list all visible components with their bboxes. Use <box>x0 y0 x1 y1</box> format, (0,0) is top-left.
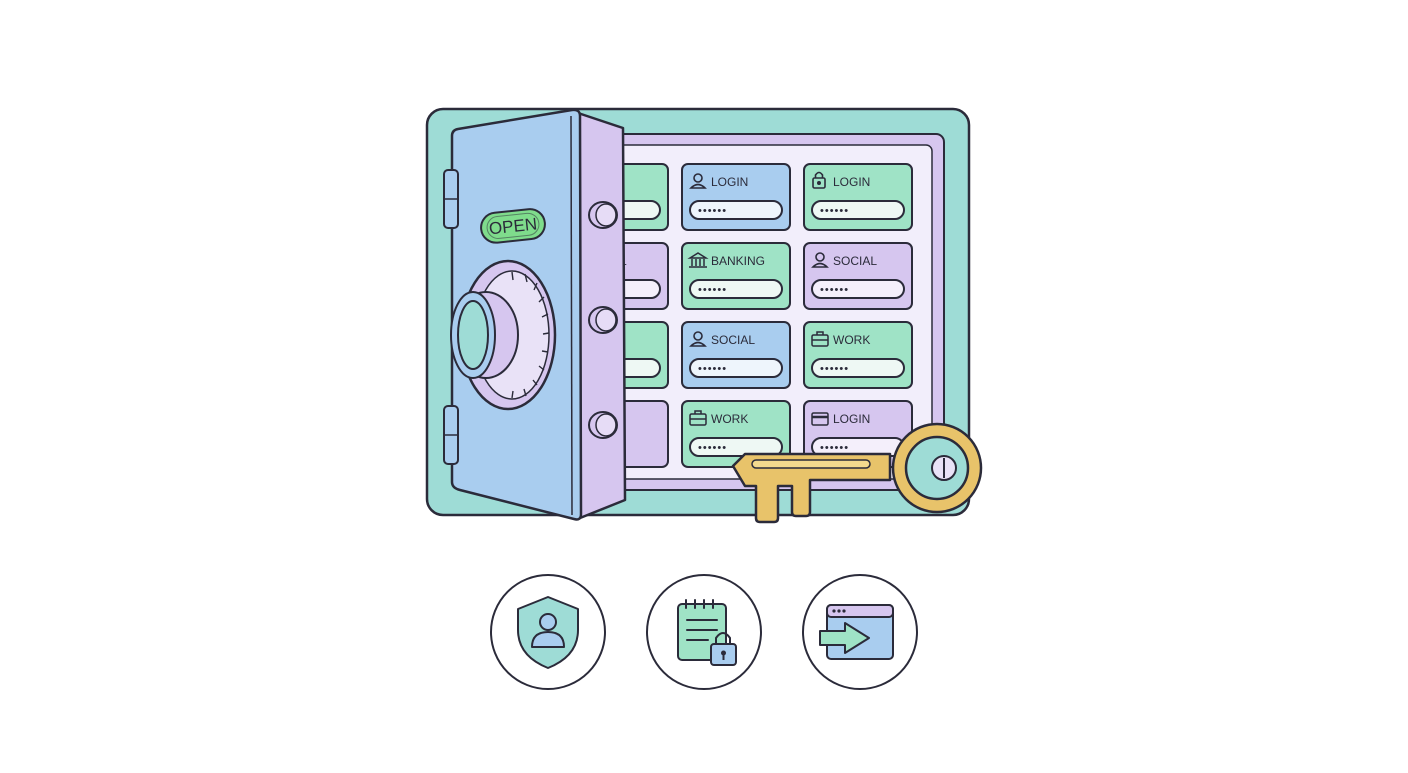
password-dots: •••••• <box>820 284 849 296</box>
card-label: BANKING <box>711 254 765 268</box>
locking-bolt <box>588 306 618 334</box>
card-label: WORK <box>711 412 748 426</box>
password-field[interactable] <box>689 437 783 457</box>
password-dots: •••••• <box>698 205 727 217</box>
password-dots: •••••• <box>698 284 727 296</box>
locking-bolt <box>588 201 618 229</box>
user-icon <box>689 173 707 189</box>
locking-bolt <box>588 411 618 439</box>
safe-door[interactable]: OPEN <box>443 108 627 521</box>
hinge <box>443 169 459 229</box>
briefcase-icon <box>689 410 707 426</box>
password-card-banking[interactable]: BANKING •••••• <box>681 242 791 310</box>
card-label: LOGIN <box>711 175 748 189</box>
card-label: LOGIN <box>833 175 870 189</box>
card-label: SOCIAL <box>833 254 877 268</box>
key[interactable] <box>731 422 983 524</box>
password-field[interactable] <box>689 200 783 220</box>
password-field[interactable] <box>689 358 783 378</box>
browser-login-arrow-icon[interactable] <box>802 574 918 690</box>
locked-notepad-icon[interactable] <box>646 574 762 690</box>
padlock-icon <box>812 171 826 189</box>
password-dots: •••••• <box>698 442 727 454</box>
combination-dial[interactable] <box>450 259 557 411</box>
bank-icon <box>687 252 709 268</box>
card-label: LOGIN <box>833 412 870 426</box>
password-dots: •••••• <box>820 442 849 454</box>
card-label: SOCIAL <box>711 333 755 347</box>
password-card-social[interactable]: SOCIAL •••••• <box>681 321 791 389</box>
hinge <box>443 405 459 465</box>
password-field[interactable] <box>811 358 905 378</box>
user-icon <box>689 331 707 347</box>
user-icon <box>811 252 829 268</box>
dial-ticks <box>511 271 550 399</box>
password-card-social[interactable]: SOCIAL •••••• <box>803 242 913 310</box>
shield-user-icon[interactable] <box>490 574 606 690</box>
password-dots: •••••• <box>820 205 849 217</box>
card-icon <box>811 412 829 426</box>
password-card-login[interactable]: LOGIN •••••• <box>803 163 913 231</box>
password-field[interactable] <box>811 279 905 299</box>
open-label: OPEN <box>488 214 538 238</box>
open-badge: OPEN <box>480 208 546 244</box>
briefcase-icon <box>811 331 829 347</box>
password-field[interactable] <box>689 279 783 299</box>
password-dots: •••••• <box>820 363 849 375</box>
password-card-login[interactable]: LOGIN •••••• <box>681 163 791 231</box>
password-card-work[interactable]: WORK •••••• <box>681 400 791 468</box>
password-dots: •••••• <box>698 363 727 375</box>
password-field[interactable] <box>811 200 905 220</box>
password-card-work[interactable]: WORK •••••• <box>803 321 913 389</box>
card-label: WORK <box>833 333 870 347</box>
